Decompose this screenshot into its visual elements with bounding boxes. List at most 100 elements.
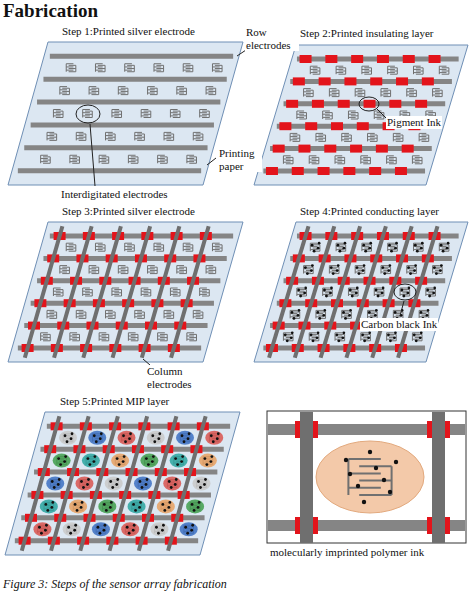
carbon-dot bbox=[394, 460, 398, 464]
carbon-dot bbox=[71, 432, 74, 435]
interdigitated-electrode bbox=[47, 310, 57, 318]
insulating-patch bbox=[300, 55, 312, 63]
mip-blob bbox=[128, 499, 146, 513]
carbon-dot bbox=[51, 480, 54, 483]
interdigitated-electrode bbox=[112, 288, 122, 296]
carbon-dot bbox=[151, 434, 154, 437]
insulating-patch bbox=[402, 145, 414, 153]
carbon-dot bbox=[87, 478, 90, 481]
interdigitated-electrode bbox=[433, 89, 443, 97]
carbon-dot bbox=[145, 457, 148, 460]
carbon-dot bbox=[86, 457, 89, 460]
carbon-dot bbox=[344, 317, 347, 320]
interdigitated-electrode bbox=[83, 288, 93, 296]
insulating-patch bbox=[266, 167, 278, 175]
panel-illustration bbox=[251, 205, 471, 365]
carbon-dot bbox=[116, 457, 119, 460]
electrode-label: Column electrodes bbox=[146, 365, 204, 390]
carbon-dot bbox=[440, 264, 443, 267]
carbon-dot bbox=[95, 440, 98, 443]
row-electrode bbox=[24, 145, 207, 150]
carbon-dot bbox=[147, 463, 150, 466]
mip-blob bbox=[205, 431, 223, 445]
column-electrode bbox=[142, 226, 180, 358]
carbon-dot bbox=[175, 478, 178, 481]
interdigitated-electrode bbox=[387, 156, 397, 164]
carbon-dot bbox=[69, 532, 72, 535]
leader-line bbox=[377, 109, 386, 118]
carbon-dot bbox=[304, 266, 307, 269]
leader-line bbox=[400, 301, 404, 316]
insulating-patch bbox=[364, 100, 376, 108]
step-heading: Step 1:Printed silver electrode bbox=[62, 25, 195, 38]
carbon-dot bbox=[174, 483, 177, 486]
carbon-dot bbox=[161, 529, 164, 532]
insulating-patch bbox=[403, 55, 415, 63]
carbon-dot bbox=[402, 295, 405, 298]
carbon-dot bbox=[364, 250, 367, 253]
carbon-dot bbox=[158, 432, 161, 435]
carbon-dot bbox=[161, 503, 164, 506]
carbon-dot bbox=[197, 506, 200, 509]
interdigitated-electrode bbox=[66, 64, 76, 72]
insulating-patch bbox=[370, 77, 382, 85]
insulating-patch bbox=[319, 77, 331, 85]
mip-blob bbox=[157, 499, 175, 513]
carbon-dot bbox=[286, 339, 289, 342]
row-electrode bbox=[43, 77, 226, 82]
carbon-dot bbox=[343, 247, 346, 250]
interdigitated-electrode bbox=[95, 243, 105, 251]
carbon-dot bbox=[126, 526, 129, 529]
carbon-dot bbox=[203, 483, 206, 486]
carbon-dot bbox=[187, 437, 190, 440]
interdigitated-electrode bbox=[206, 87, 216, 95]
carbon-dot bbox=[290, 336, 293, 339]
carbon-dot bbox=[344, 458, 348, 462]
carbon-dot bbox=[86, 483, 89, 486]
carbon-dot bbox=[141, 486, 144, 489]
column-electrode bbox=[25, 226, 63, 358]
mip-blob bbox=[53, 454, 71, 468]
interdigitated-electrode bbox=[309, 156, 319, 164]
insulating-patch bbox=[279, 122, 291, 130]
carbon-dot bbox=[395, 242, 398, 245]
insulating-patch bbox=[292, 167, 304, 175]
carbon-dot bbox=[390, 250, 393, 253]
carbon-dot bbox=[123, 455, 126, 458]
panel-illustration bbox=[2, 395, 243, 558]
carbon-dot bbox=[407, 266, 410, 269]
carbon-dot bbox=[415, 339, 418, 342]
insulating-patch bbox=[338, 100, 350, 108]
carbon-dot bbox=[58, 478, 61, 481]
carbon-dot bbox=[311, 264, 314, 267]
carbon-dot bbox=[348, 314, 351, 317]
carbon-dot bbox=[420, 311, 423, 314]
insulating-patch bbox=[343, 167, 355, 175]
interdigitated-electrode bbox=[329, 89, 339, 97]
carbon-dot bbox=[198, 501, 201, 504]
carbon-dot bbox=[153, 440, 156, 443]
panel-group bbox=[8, 42, 243, 185]
carbon-dot bbox=[163, 509, 166, 512]
interdigitated-electrode bbox=[336, 66, 346, 74]
carbon-dot bbox=[157, 532, 160, 535]
figure-caption: Figure 3: Steps of the sensor array fabr… bbox=[3, 578, 227, 592]
carbon-dot bbox=[413, 333, 416, 336]
carbon-dot bbox=[356, 287, 359, 290]
carbon-dot bbox=[181, 455, 184, 458]
carbon-dot bbox=[212, 440, 215, 443]
carbon-dot bbox=[183, 440, 186, 443]
carbon-dot bbox=[74, 524, 77, 527]
mip-blob bbox=[40, 499, 58, 513]
insulating-patch bbox=[376, 145, 388, 153]
carbon-dot bbox=[387, 269, 390, 272]
mip-blob bbox=[147, 431, 165, 445]
carbon-dot bbox=[330, 266, 333, 269]
carbon-dot bbox=[80, 506, 83, 509]
interdigitated-electrode bbox=[41, 155, 51, 163]
ink-label: Pigment Ink bbox=[386, 116, 442, 129]
carbon-dot bbox=[381, 266, 384, 269]
carbon-dot bbox=[99, 532, 102, 535]
carbon-dot bbox=[332, 272, 335, 275]
